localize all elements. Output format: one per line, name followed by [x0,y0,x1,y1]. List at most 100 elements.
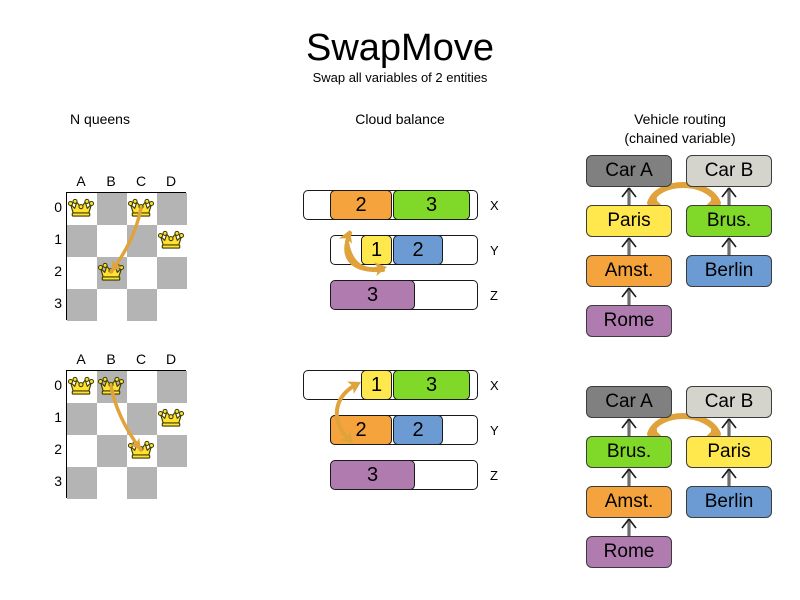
cloud-process-y-1[interactable]: 2 [393,415,443,445]
board-cell-b1[interactable] [97,225,127,257]
board-cell-d3[interactable] [157,467,187,499]
vrp-node-car-b[interactable]: Car B [686,386,772,418]
board-cell-c3[interactable] [127,467,157,499]
cloud-process-x-0[interactable]: 2 [330,190,392,220]
board-column-label-d: D [165,173,177,189]
vrp-node-label: Brus. [706,210,752,231]
section-title-vehicle-routing: Vehicle routing (chained variable) [580,110,780,148]
vrp-node-label: Amst. [604,260,654,281]
board-cell-b0[interactable] [97,371,127,403]
cloud-computer-label-z: Z [490,288,498,303]
cloud-process-value: 2 [412,419,424,441]
board-cell-b3[interactable] [97,289,127,321]
vrp-node-berlin[interactable]: Berlin [686,255,772,287]
cloud-process-value: 1 [370,239,383,261]
vrp-node-label: Car A [605,160,653,181]
cloud-process-y-0[interactable]: 2 [330,415,392,445]
vrp-node-berlin[interactable]: Berlin [686,486,772,518]
vrp-node-amsterdam[interactable]: Amst. [586,255,672,287]
board-cell-a0[interactable] [67,371,97,403]
board-row-label-3: 3 [54,473,62,489]
vrp-node-label: Paris [707,441,751,462]
board-cell-c3[interactable] [127,289,157,321]
vrp-node-car-b[interactable]: Car B [686,155,772,187]
cloud-process-x-1[interactable]: 3 [393,370,470,400]
board-cell-c0[interactable] [127,371,157,403]
vrp-node-amsterdam[interactable]: Amst. [586,486,672,518]
cloud-process-value: 2 [412,239,424,261]
board-row-label-3: 3 [54,295,62,311]
vrp-node-rome[interactable]: Rome [586,305,672,337]
board-cell-d1[interactable] [157,225,187,257]
board-cell-b2[interactable] [97,257,127,289]
board-cell-d0[interactable] [157,193,187,225]
board-row-label-1: 1 [54,231,62,247]
board-cell-b1[interactable] [97,403,127,435]
board-row-label-0: 0 [54,377,62,393]
vrp-node-label: Rome [603,310,655,331]
vrp-node-label: Car B [704,391,754,412]
board-cell-b3[interactable] [97,467,127,499]
board-cell-d3[interactable] [157,289,187,321]
cloud-process-x-0[interactable]: 1 [361,370,392,400]
vrp-node-label: Rome [603,541,655,562]
board-cell-a1[interactable] [67,403,97,435]
board-cell-a1[interactable] [67,225,97,257]
vrp-node-car-a[interactable]: Car A [586,155,672,187]
vrp-node-label: Berlin [704,260,754,281]
board-cell-c0[interactable] [127,193,157,225]
cloud-process-y-1[interactable]: 2 [393,235,443,265]
page-title: SwapMove [306,27,494,69]
board-cell-d2[interactable] [157,257,187,289]
board-cell-c1[interactable] [127,403,157,435]
board-cell-d0[interactable] [157,371,187,403]
vrp-node-rome[interactable]: Rome [586,536,672,568]
chessboard [66,370,187,499]
section-title-n-queens: N queens [70,111,130,127]
board-cell-c1[interactable] [127,225,157,257]
board-cell-c2[interactable] [127,257,157,289]
board-cell-a3[interactable] [67,289,97,321]
board-cell-a2[interactable] [67,257,97,289]
cloud-process-x-1[interactable]: 3 [393,190,470,220]
board-cell-a2[interactable] [67,435,97,467]
vrp-node-label: Brus. [606,441,652,462]
cloud-process-value: 1 [370,374,383,396]
vrp-node-label: Amst. [604,491,654,512]
vrp-node-brussels[interactable]: Brus. [586,436,672,468]
board-row-label-0: 0 [54,199,62,215]
cloud-process-value: 2 [355,194,367,216]
vrp-node-paris[interactable]: Paris [686,436,772,468]
board-column-label-d: D [165,351,177,367]
board-row-label-2: 2 [54,441,62,457]
board-column-label-a: A [76,173,86,189]
board-cell-a0[interactable] [67,193,97,225]
cloud-process-value: 3 [425,194,438,216]
page-subtitle: Swap all variables of 2 entities [312,70,488,85]
board-cell-c2[interactable] [127,435,157,467]
board-column-label-b: B [106,173,116,189]
board-cell-b2[interactable] [97,435,127,467]
board-cell-d1[interactable] [157,403,187,435]
cloud-process-y-0[interactable]: 1 [361,235,392,265]
vrp-node-car-a[interactable]: Car A [586,386,672,418]
board-cell-a3[interactable] [67,467,97,499]
section-title-vrp-line1: Vehicle routing [634,111,726,127]
vrp-node-brussels[interactable]: Brus. [686,205,772,237]
cloud-computer-label-y: Y [490,423,499,438]
board-cell-d2[interactable] [157,435,187,467]
cloud-process-value: 3 [366,284,379,306]
board-cell-b0[interactable] [97,193,127,225]
board-row-label-2: 2 [54,263,62,279]
cloud-process-z-0[interactable]: 3 [330,280,415,310]
cloud-process-z-0[interactable]: 3 [330,460,415,490]
vrp-node-paris[interactable]: Paris [586,205,672,237]
cloud-computer-label-x: X [490,378,499,393]
vrp-node-label: Car B [704,160,754,181]
